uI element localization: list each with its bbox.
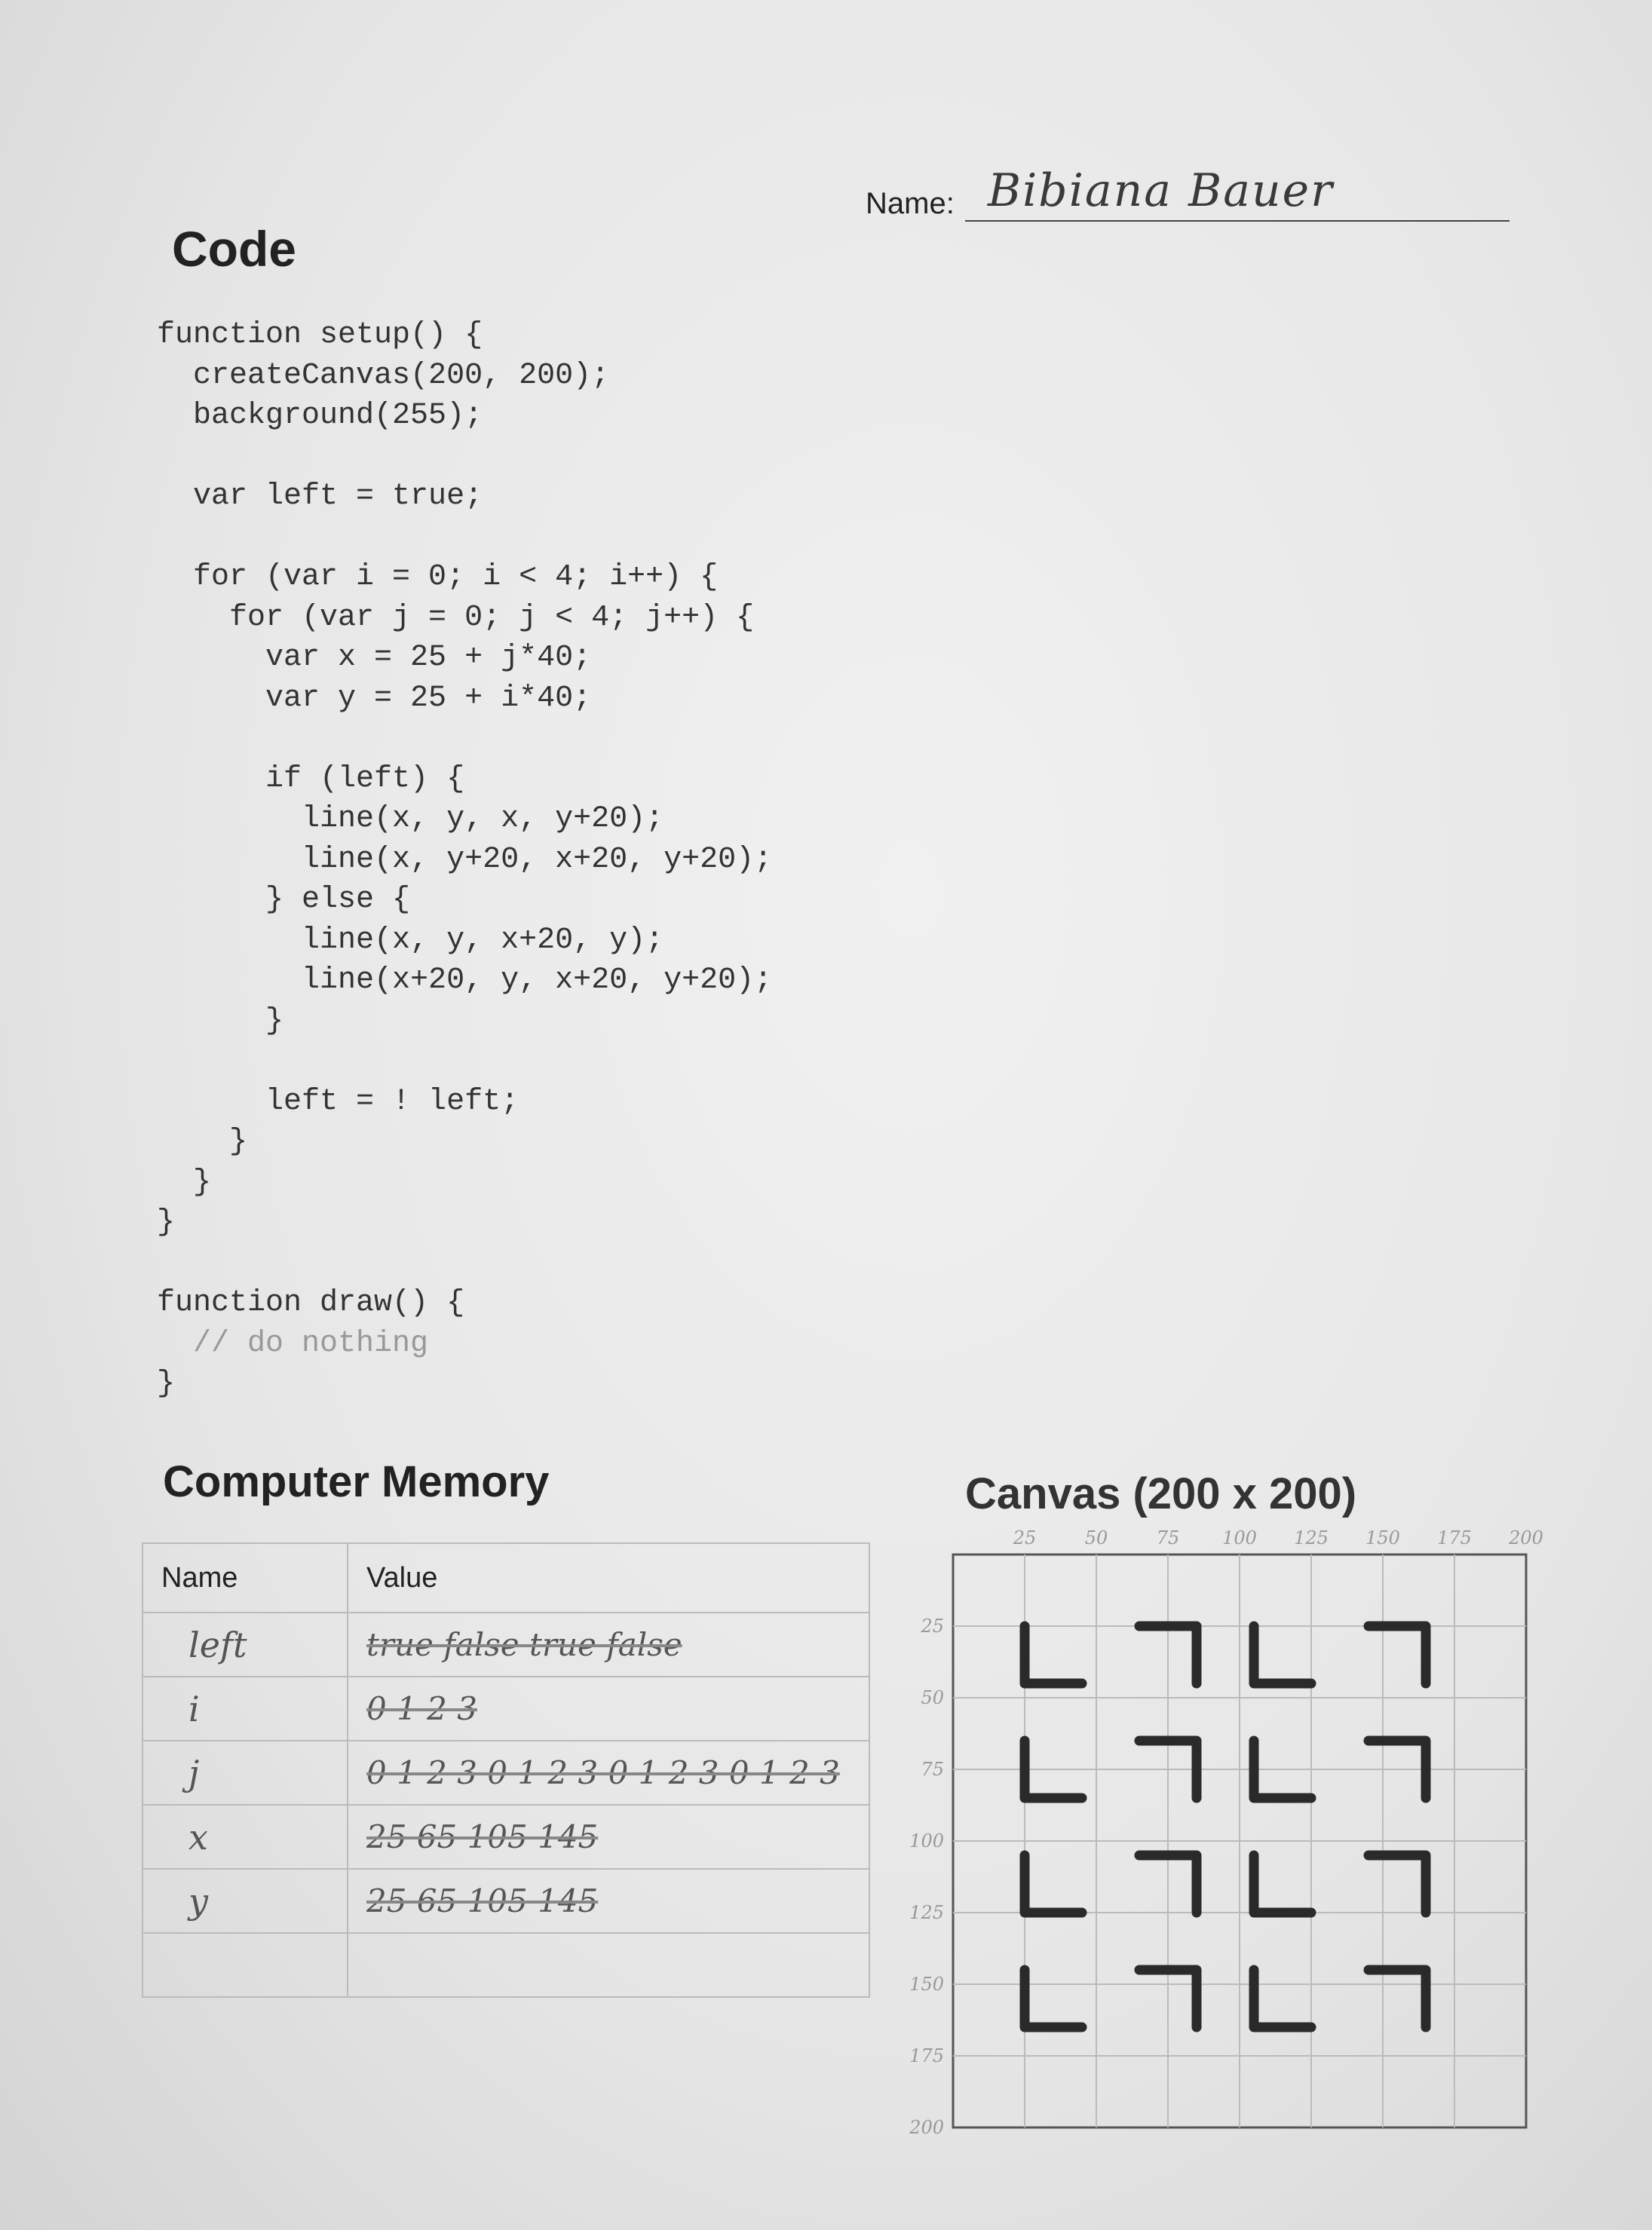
l-shape-mark [1019, 1850, 1087, 1918]
table-row [142, 1932, 870, 1998]
x-tick-label: 125 [1294, 1527, 1329, 1548]
y-tick-label: 175 [909, 2045, 944, 2066]
code-line: background(255); [157, 399, 483, 433]
canvas-heading: Canvas (200 x 200) [965, 1469, 1357, 1518]
code-line: function draw() { [157, 1286, 465, 1320]
variable-name-cell: i [142, 1676, 348, 1741]
code-line: } [157, 1165, 212, 1199]
code-line: createCanvas(200, 200); [157, 358, 610, 393]
column-header-name: Name [142, 1542, 348, 1613]
x-tick-label: 175 [1437, 1527, 1472, 1548]
y-tick-label: 200 [909, 2117, 944, 2138]
code-line: function setup() { [157, 318, 483, 352]
column-header-value: Value [347, 1542, 870, 1613]
l-shape-mark [1249, 1850, 1316, 1918]
name-label: Name: [866, 187, 955, 220]
variable-value-cell: 0 1 2 3 [347, 1676, 870, 1741]
x-tick-label: 25 [1013, 1527, 1037, 1548]
seven-shape-mark [1134, 1850, 1202, 1918]
memory-heading: Computer Memory [163, 1457, 550, 1506]
x-tick-label: 75 [1157, 1527, 1180, 1548]
y-tick-label: 50 [921, 1687, 944, 1708]
student-name-handwritten: Bibiana Bauer [988, 164, 1334, 217]
seven-shape-mark [1363, 1621, 1431, 1689]
variable-value-cell: 25 65 105 145 [347, 1804, 870, 1870]
code-line: } [157, 1125, 248, 1159]
l-shape-mark [1019, 1735, 1087, 1803]
variable-value-cell [347, 1932, 870, 1998]
code-line: if (left) { [157, 761, 465, 796]
code-line: for (var i = 0; i < 4; i++) { [157, 560, 719, 594]
y-tick-label: 75 [921, 1759, 944, 1780]
variable-name-cell: x [142, 1804, 348, 1870]
l-shape-mark [1249, 1621, 1316, 1689]
code-line: line(x, y, x, y+20); [157, 802, 664, 836]
y-tick-label: 100 [909, 1830, 944, 1852]
variable-value-cell: true false true false [347, 1612, 870, 1677]
seven-shape-mark [1134, 1965, 1202, 2032]
code-line: var x = 25 + j*40; [157, 641, 592, 675]
code-line: line(x+20, y, x+20, y+20); [157, 963, 773, 997]
code-line: // do nothing [157, 1326, 429, 1361]
seven-shape-mark [1363, 1735, 1431, 1803]
code-line: for (var j = 0; j < 4; j++) { [157, 600, 755, 635]
code-heading: Code [172, 221, 296, 277]
variable-name-cell: j [142, 1740, 348, 1806]
code-line: } else { [157, 883, 411, 917]
seven-shape-mark [1363, 1850, 1431, 1918]
x-tick-label: 200 [1508, 1527, 1543, 1548]
code-block: function setup() { createCanvas(200, 200… [157, 315, 772, 1404]
x-tick-label: 100 [1222, 1527, 1257, 1548]
code-line: left = ! left; [157, 1084, 520, 1119]
variable-name-cell [142, 1932, 348, 1998]
variable-name-cell: y [142, 1868, 348, 1934]
y-tick-label: 125 [909, 1902, 944, 1923]
l-shape-mark [1249, 1735, 1316, 1803]
code-line: line(x, y, x+20, y); [157, 923, 664, 957]
variable-value-cell: 0 1 2 3 0 1 2 3 0 1 2 3 0 1 2 3 [347, 1740, 870, 1806]
seven-shape-mark [1363, 1965, 1431, 2032]
code-line: } [157, 1003, 284, 1038]
seven-shape-mark [1134, 1621, 1202, 1689]
l-shape-mark [1249, 1965, 1316, 2032]
seven-shape-mark [1134, 1735, 1202, 1803]
l-shape-mark [1019, 1621, 1087, 1689]
variable-name-cell: left [142, 1612, 348, 1677]
code-line: line(x, y+20, x+20, y+20); [157, 842, 773, 877]
canvas-drawing: 25 25 50 50 75 75 100 100 125 125 150 150 175 175 200 2… [909, 1527, 1543, 2138]
code-line: var left = true; [157, 479, 483, 513]
name-underline [965, 220, 1509, 222]
x-tick-label: 50 [1085, 1527, 1108, 1548]
memory-table-header: Name Value [142, 1542, 870, 1613]
l-shape-mark [1019, 1965, 1087, 2032]
y-tick-label: 150 [909, 1974, 944, 1995]
code-line: var y = 25 + i*40; [157, 681, 592, 715]
x-tick-label: 150 [1365, 1527, 1400, 1548]
variable-value-cell: 25 65 105 145 [347, 1868, 870, 1934]
code-line: } [157, 1205, 176, 1239]
y-tick-label: 25 [920, 1616, 944, 1637]
code-line: } [157, 1367, 176, 1401]
